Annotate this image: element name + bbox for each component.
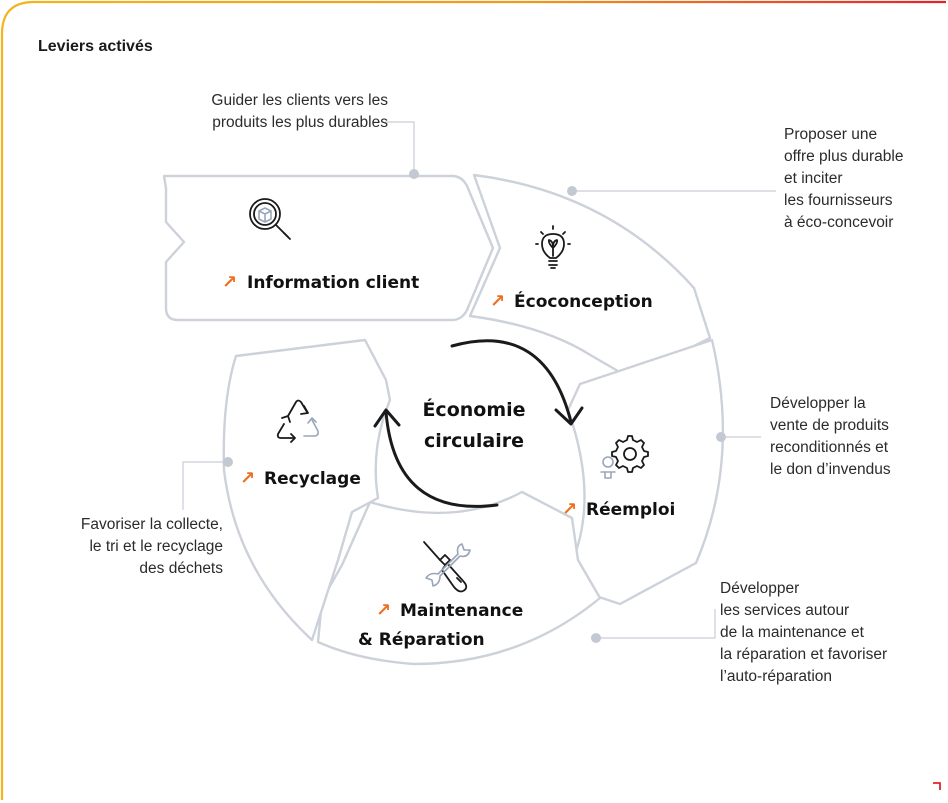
frame-corner-mark [933, 782, 941, 790]
cycle-arrow-right [450, 339, 573, 424]
recycle-icon [276, 399, 319, 443]
desc-line: Favoriser la collecte, [80, 516, 223, 533]
dot-information [409, 169, 419, 179]
desc-line: la réparation et favoriser [720, 646, 888, 663]
desc-maintenance: Développer les services autour de la mai… [720, 578, 940, 688]
desc-line: à éco-concevoir [784, 214, 894, 231]
magnifier-box-icon [249, 198, 291, 240]
desc-line: le tri et le recyclage [89, 538, 223, 555]
leader-dots [223, 169, 726, 643]
center-title-line2: circulaire [424, 430, 524, 452]
segment-information [162, 174, 495, 322]
segments [162, 173, 725, 666]
segment-recyclage [222, 338, 392, 642]
desc-line: produits les plus durables [212, 114, 388, 131]
label-maintenance: Maintenance [400, 601, 523, 621]
segment-label-ecoconception: ↗ Écoconception [490, 290, 653, 312]
leader-lines [182, 121, 776, 639]
desc-recyclage: Favoriser la collecte, le tri et le recy… [20, 514, 223, 580]
segment-label-information: ↗ Information client [222, 272, 419, 293]
desc-line: offre plus durable [784, 148, 904, 165]
desc-line: de la maintenance et [720, 624, 864, 641]
desc-line: le don d’invendus [770, 461, 891, 478]
lightbulb-plant-icon [535, 225, 571, 269]
desc-line: Guider les clients vers les [211, 92, 388, 109]
trend-arrow-icon: ↗ [222, 272, 237, 293]
dot-recyclage [223, 457, 233, 467]
desc-line: les fournisseurs [784, 192, 893, 209]
desc-line: Développer [720, 580, 800, 597]
desc-ecoconception: Proposer une offre plus durable et incit… [784, 124, 944, 234]
dot-reemploi [716, 432, 726, 442]
trend-arrow-icon: ↗ [240, 468, 255, 489]
desc-line: l’auto-réparation [720, 668, 833, 685]
desc-information: Guider les clients vers les produits les… [140, 90, 388, 134]
desc-line: Proposer une [784, 126, 878, 143]
page-title: Leviers activés [38, 38, 153, 55]
desc-reemploi: Développer la vente de produits recondit… [770, 393, 940, 481]
leader-recyclage [182, 461, 228, 510]
dot-ecoconception [567, 186, 577, 196]
desc-line: reconditionnés et [770, 439, 889, 456]
dot-maintenance [591, 633, 601, 643]
trend-arrow-icon: ↗ [490, 291, 505, 312]
label-reparation: & Réparation [358, 630, 485, 650]
desc-line: les services autour [720, 602, 850, 619]
trend-arrow-icon: ↗ [562, 499, 577, 520]
leader-maintenance [596, 609, 716, 639]
label-information-client: Information client [247, 273, 419, 293]
segment-reemploi [566, 338, 725, 606]
segment-label-maintenance: ↗ Maintenance & Réparation [358, 600, 523, 650]
desc-line: vente de produits [770, 417, 889, 434]
desc-line: et inciter [784, 170, 843, 187]
segment-ecoconception [468, 173, 712, 380]
desc-line: des déchets [139, 560, 223, 577]
label-reemploi: Réemploi [586, 500, 675, 520]
desc-line: Développer la [770, 395, 866, 412]
cycle-arrowhead-right [554, 406, 584, 426]
gear-person-icon [600, 435, 649, 479]
label-recyclage: Recyclage [264, 469, 361, 489]
center-title-line1: Économie [422, 398, 525, 421]
cycle-arrowhead-left [373, 408, 401, 428]
segment-label-reemploi: ↗ Réemploi [562, 499, 675, 520]
cycle-arrow-left [384, 410, 499, 508]
trend-arrow-icon: ↗ [376, 600, 391, 621]
leader-information [385, 121, 415, 174]
segment-maintenance [316, 490, 602, 666]
wrench-screwdriver-icon [423, 541, 471, 593]
segment-label-recyclage: ↗ Recyclage [240, 468, 361, 489]
label-ecoconception: Écoconception [514, 290, 653, 312]
cycle-arrows [373, 339, 584, 508]
